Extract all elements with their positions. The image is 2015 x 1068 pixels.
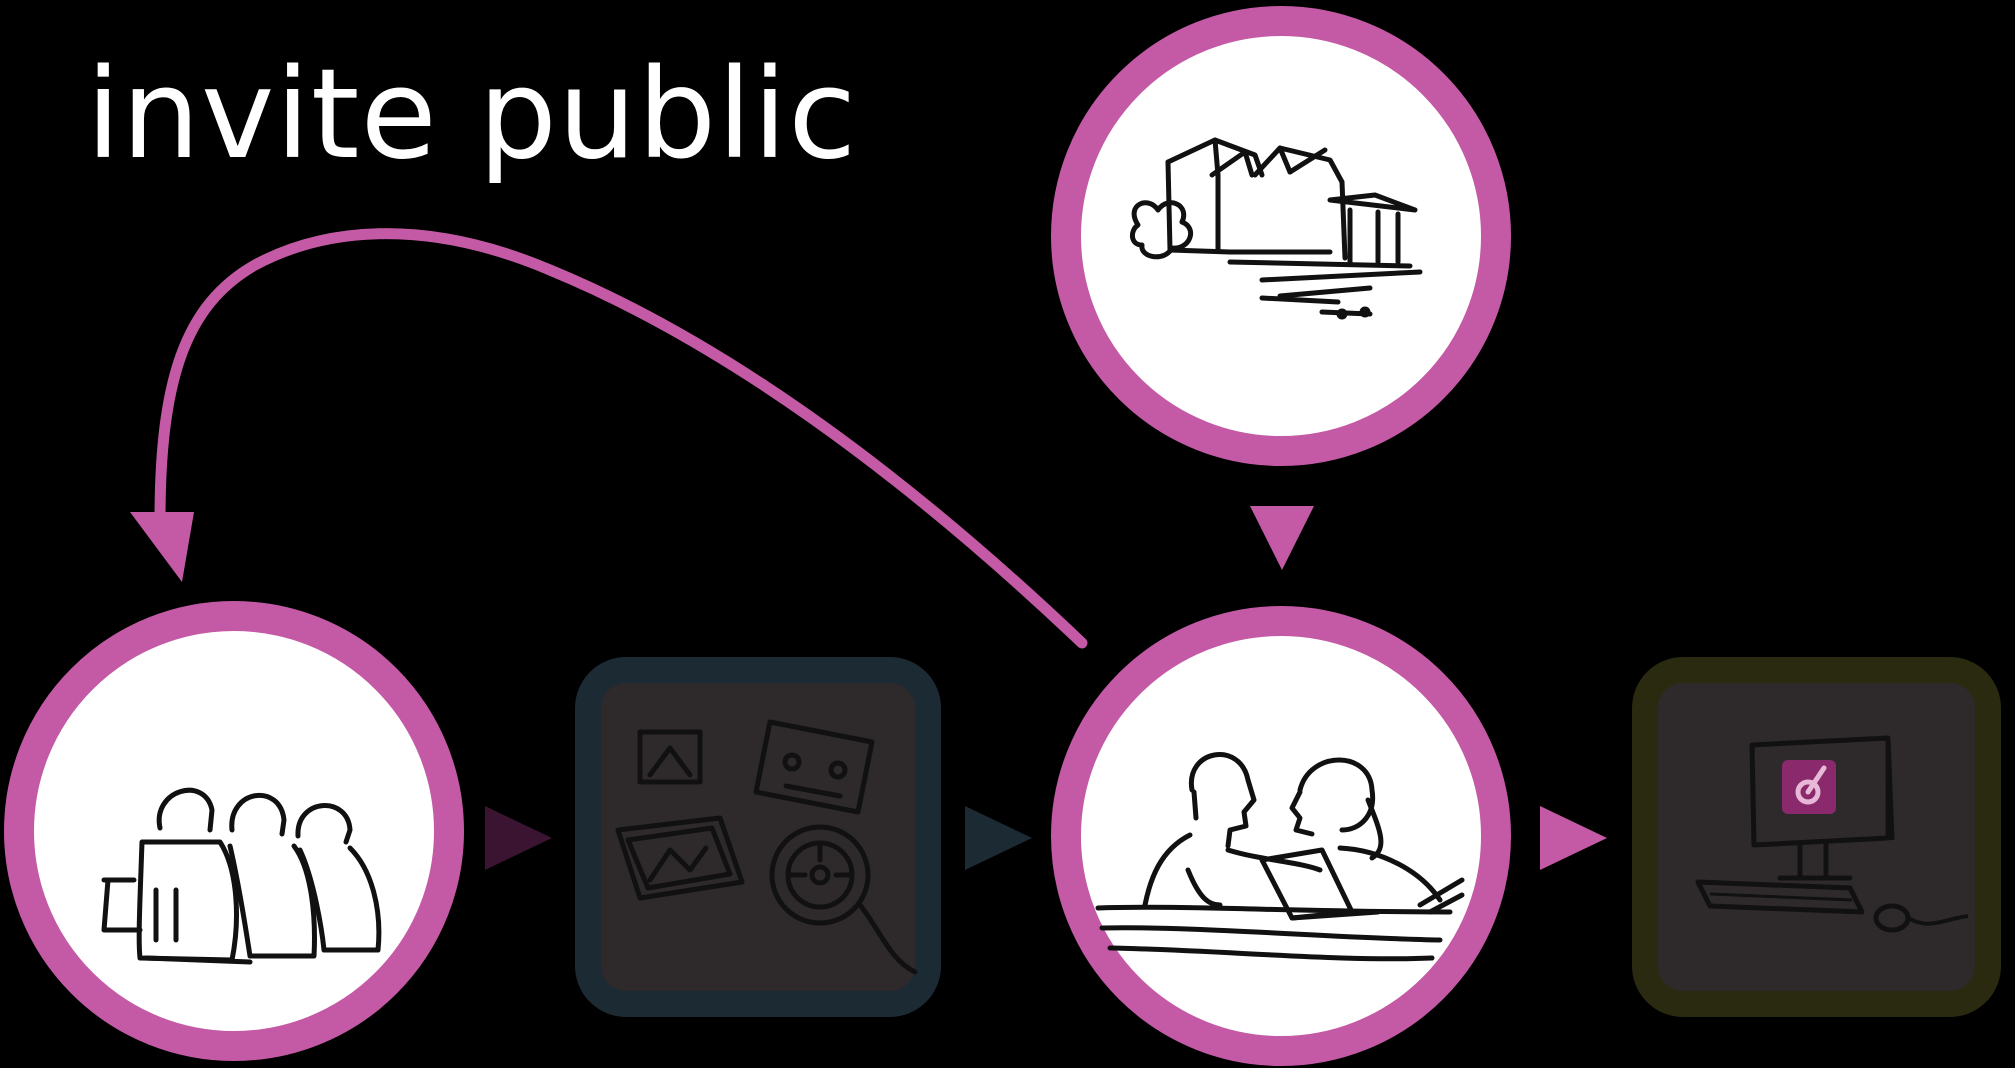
node-computer xyxy=(1632,657,2001,1017)
node-media xyxy=(575,657,941,1017)
node-audience xyxy=(4,601,464,1061)
node-building xyxy=(1051,6,1511,466)
media-sketch-icon xyxy=(615,719,918,975)
curved-feedback-arrow xyxy=(130,228,1088,649)
curved-arrow-head xyxy=(130,512,194,582)
audience-sketch-icon xyxy=(101,787,382,965)
arrow-building-to-collaboration xyxy=(1250,506,1314,570)
computer-sketch-icon xyxy=(1695,735,1969,933)
arrow-collaboration-to-computer xyxy=(1540,806,1607,870)
collaboration-sketch-icon xyxy=(1095,752,1465,962)
arrow-media-to-collaboration xyxy=(965,806,1032,870)
node-collaboration xyxy=(1051,606,1511,1066)
diagram-title: invite public xyxy=(86,43,858,187)
building-sketch-icon xyxy=(1130,137,1423,320)
arrow-audience-to-media xyxy=(485,806,552,870)
